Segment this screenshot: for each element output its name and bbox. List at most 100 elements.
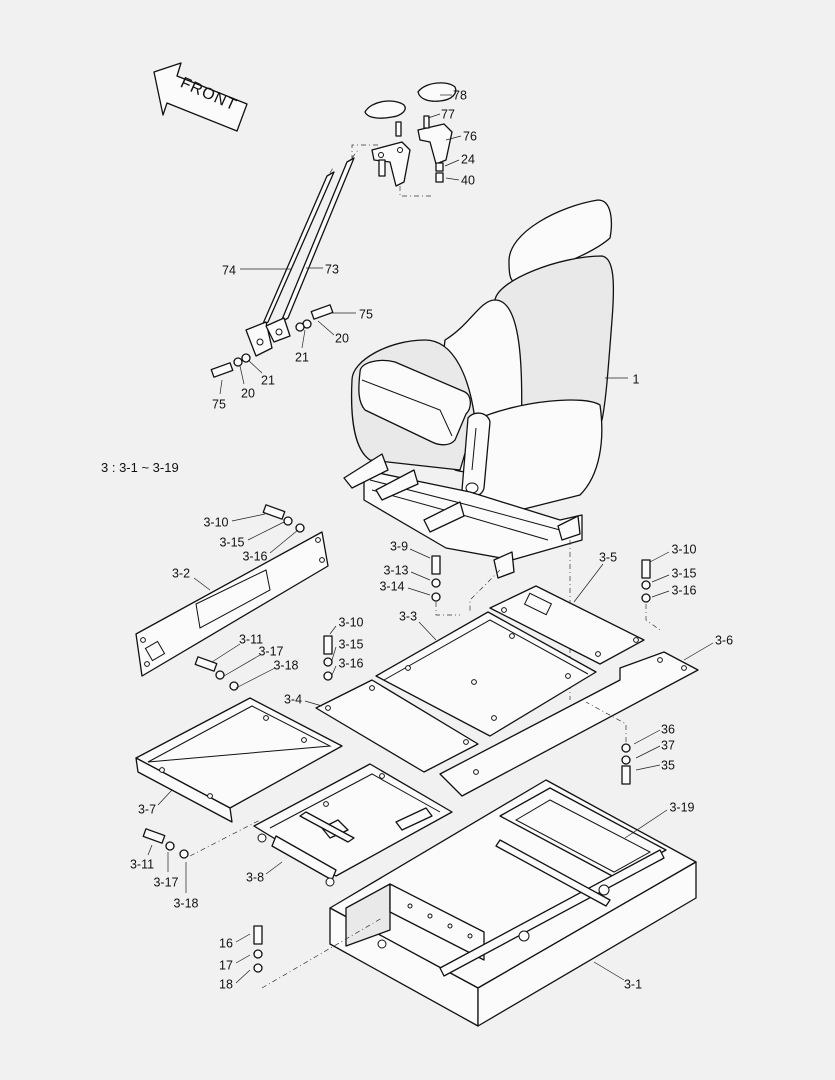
callout-label: 3-3 [399, 609, 417, 623]
base-frame-3-1 [329, 779, 697, 1027]
group-note: 3 : 3-1 ~ 3-19 [101, 460, 179, 475]
leader-line [269, 529, 299, 554]
leader-line [157, 789, 173, 806]
leader-line [445, 177, 460, 181]
callout-label: 3-15 [219, 535, 244, 549]
callout-c3-14: 3-14 [379, 579, 431, 596]
leader-line [193, 577, 211, 591]
callout-c3-18b: 3-18 [173, 862, 199, 910]
callout-c3-7: 3-7 [138, 789, 173, 816]
callout-label: 3-2 [172, 566, 190, 580]
callout-c3-1: 3-1 [593, 961, 642, 991]
callout-c3-5: 3-5 [573, 550, 617, 603]
bolts-3-9 [431, 555, 460, 616]
leader-line [147, 844, 153, 856]
callout-c1: 1 [605, 372, 640, 386]
callout-label: 3-13 [383, 563, 408, 577]
callout-label: 16 [219, 936, 233, 950]
leader-line [301, 329, 306, 349]
callout-label: 3-6 [715, 633, 733, 647]
callout-c75a: 75 [330, 307, 373, 321]
leader-line [331, 665, 337, 676]
bracket-3-7 [135, 697, 343, 823]
callout-label: 3-5 [599, 550, 617, 564]
leader-line [235, 933, 251, 943]
callout-c3-8: 3-8 [246, 861, 283, 884]
callout-label: 73 [325, 262, 339, 276]
callout-c78: 78 [440, 88, 467, 102]
callout-label: 3-10 [671, 542, 696, 556]
callout-c3-15a: 3-15 [219, 521, 285, 549]
front-direction-arrow: FRONT [153, 62, 248, 132]
callout-label: 3-10 [203, 515, 228, 529]
bolts-16-17-18 [253, 917, 383, 989]
bolts-plate-3-2 [262, 504, 305, 533]
plate-3-3 [375, 611, 597, 737]
leader-line [635, 764, 661, 771]
leader-line [235, 667, 276, 689]
leader-line [219, 379, 223, 395]
callout-label: 3-16 [242, 549, 267, 563]
leader-line [635, 745, 661, 759]
callout-label: 74 [222, 263, 236, 277]
callout-c16: 16 [219, 933, 251, 950]
plate-3-4 [315, 679, 479, 773]
callout-label: 3-1 [624, 977, 642, 991]
bolts-right-3-10 [641, 559, 661, 631]
callout-c3-17b: 3-17 [153, 852, 179, 889]
callout-c3-17a: 3-17 [223, 644, 284, 677]
leader-line [683, 642, 714, 661]
leader-line [410, 571, 431, 581]
bolts-lower-3-11 [142, 819, 261, 859]
callout-c35: 35 [635, 758, 675, 772]
callout-c21b: 21 [247, 359, 275, 387]
leader-line [304, 700, 323, 707]
callout-label: 3-9 [390, 539, 408, 553]
leader-line [593, 961, 625, 981]
callout-label: 75 [212, 397, 226, 411]
callout-label: 3-16 [338, 656, 363, 670]
callout-label: 40 [461, 173, 475, 187]
bolts-upper-3-11 [194, 656, 239, 691]
leader-line [624, 809, 668, 839]
callout-c3-15c: 3-15 [331, 637, 364, 661]
callout-label: 3-15 [671, 566, 696, 580]
leader-line [633, 729, 661, 745]
plate-3-5 [489, 585, 645, 665]
callout-label: 20 [335, 331, 349, 345]
leader-line [211, 643, 241, 663]
leader-line [651, 574, 670, 583]
callout-c3-16b: 3-16 [651, 583, 697, 598]
callout-c3-18a: 3-18 [235, 658, 299, 689]
callout-label: 3-11 [130, 857, 154, 871]
callout-label: 37 [661, 738, 675, 752]
callout-c3-2: 3-2 [172, 566, 211, 591]
slide-frame-3-8 [253, 763, 453, 887]
callout-label: 3-4 [284, 692, 302, 706]
leader-line [235, 954, 251, 964]
callout-c3-6: 3-6 [683, 633, 733, 661]
leader-line [409, 548, 431, 559]
leader-line [407, 587, 431, 596]
callout-c20b: 20 [239, 365, 255, 400]
callout-label: 3-17 [258, 644, 283, 658]
leader-line [651, 590, 670, 598]
callout-c75b: 75 [212, 379, 226, 411]
callout-label: 3-17 [153, 875, 178, 889]
leader-line [329, 625, 337, 635]
armrest-lever-assembly [351, 82, 457, 197]
callout-c36: 36 [633, 722, 675, 745]
callout-c77: 77 [427, 107, 455, 121]
leader-line [445, 135, 462, 141]
callout-label: 3-14 [379, 579, 404, 593]
leader-line [231, 513, 266, 522]
callout-c40: 40 [445, 173, 475, 187]
leader-line [649, 551, 670, 563]
callout-c3-11a: 3-11 [211, 632, 263, 663]
callout-label: 3-8 [246, 870, 264, 884]
callout-c3-16c: 3-16 [331, 656, 364, 676]
leader-line [247, 521, 285, 541]
callout-c17: 17 [219, 954, 251, 972]
